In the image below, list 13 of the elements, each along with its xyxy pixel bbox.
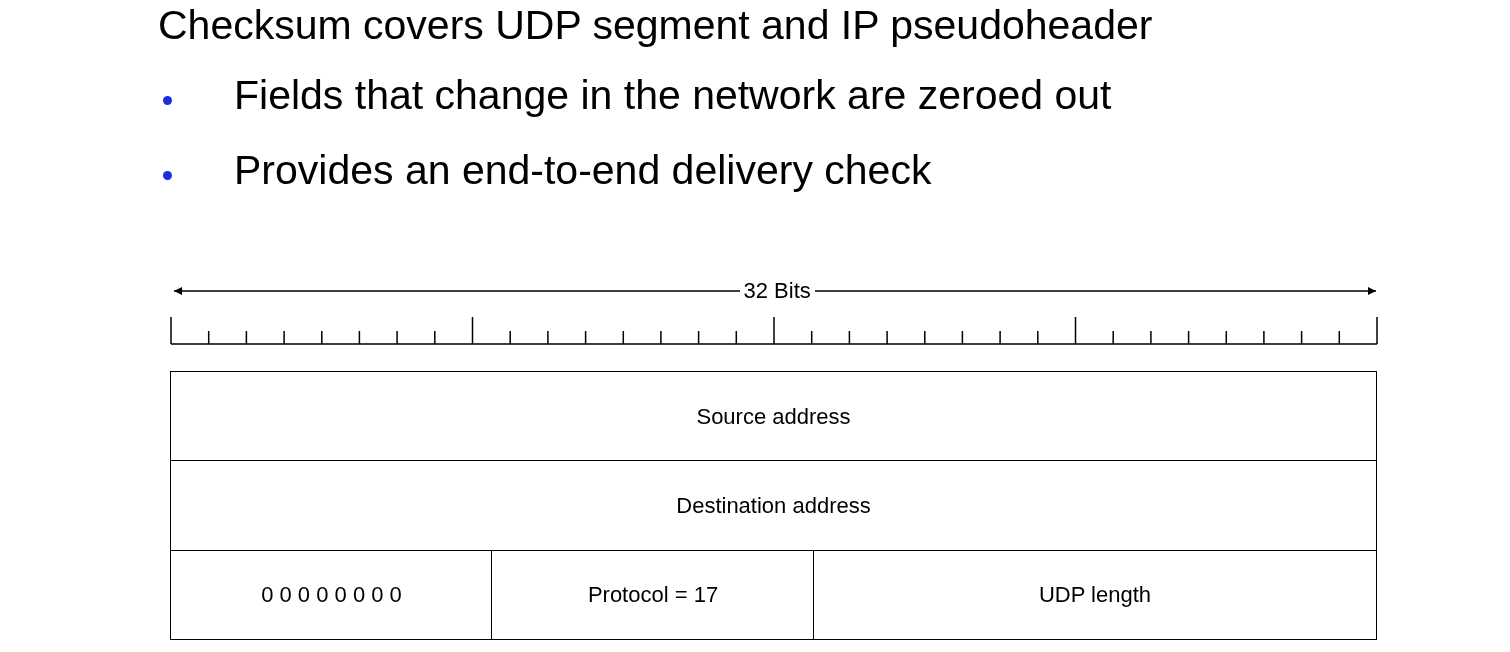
field-label: Source address: [696, 403, 851, 430]
field-label: Destination address: [676, 493, 871, 519]
field-label: UDP length: [1038, 582, 1152, 608]
header-field: [813, 550, 1377, 640]
header-field: [170, 550, 493, 640]
slide-title: Checksum covers UDP segment and IP pseudoheader: [158, 2, 1153, 49]
header-field: [170, 371, 1377, 462]
field-label: Protocol = 17: [587, 582, 719, 608]
header-field: [491, 550, 815, 640]
header-field: [170, 460, 1377, 552]
bullet-text: Fields that change in the network are zeroed out: [234, 72, 1112, 119]
field-label: 0 0 0 0 0 0 0 0: [261, 582, 402, 608]
bullet-text: Provides an end-to-end delivery check: [234, 147, 932, 194]
